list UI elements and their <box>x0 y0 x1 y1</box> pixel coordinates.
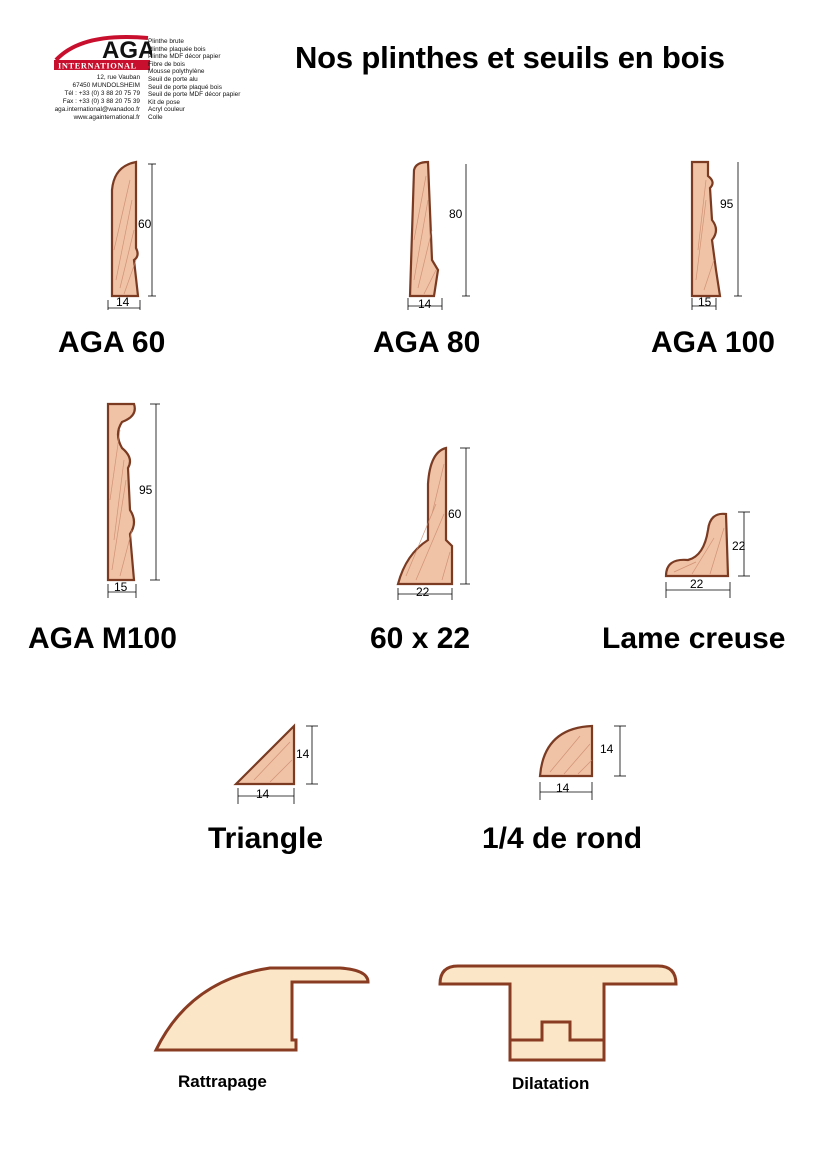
dim-height: 14 <box>296 747 310 761</box>
aga-logo-icon: AGA INTERNATIONAL <box>54 34 152 71</box>
profile-lame-creuse: 22 22 <box>662 508 762 602</box>
dim-width: 15 <box>114 580 128 594</box>
profile-quart-de-rond-drawing: 14 14 <box>538 724 626 800</box>
product-item: Plinthe plaquée bois <box>148 45 206 53</box>
profile-aga-m100: 95 15 <box>100 400 180 600</box>
logo-brand: AGA <box>102 37 152 64</box>
product-item: Plinthe brute <box>148 38 184 45</box>
company-address: 12, rue Vauban 67450 MUNDOLSHEIM Tél : +… <box>44 74 140 122</box>
product-item: Mousse polythylène <box>148 68 205 76</box>
profile-aga-m100-drawing: 95 15 <box>106 402 160 598</box>
product-item: Kit de pose <box>148 98 180 106</box>
profile-name: 1/4 de rond <box>482 822 643 855</box>
profile-triangle-drawing: 14 14 <box>233 723 318 804</box>
profile-name: AGA 80 <box>373 326 481 359</box>
dim-width: 14 <box>256 787 270 801</box>
profile-aga-100-drawing: 95 15 <box>690 160 742 310</box>
dim-width: 14 <box>418 297 432 311</box>
address-line: Fax : +33 (0) 3 88 20 75 39 <box>62 98 140 105</box>
product-item: Colle <box>148 113 163 121</box>
product-item: Fibre de bois <box>148 60 185 68</box>
dim-height: 22 <box>732 539 746 553</box>
dim-width: 14 <box>556 781 570 795</box>
profile-name: Triangle <box>208 822 324 855</box>
address-line: 12, rue Vauban <box>96 74 140 81</box>
dim-height: 95 <box>720 197 734 211</box>
profile-aga-60: 60 14 <box>100 160 180 310</box>
dim-height: 95 <box>139 483 153 497</box>
profile-name: 60 x 22 <box>370 622 471 655</box>
product-item: Seuil de porte plaqué bois <box>148 83 222 91</box>
profile-lame-creuse-drawing: 22 22 <box>664 511 750 598</box>
dim-height: 60 <box>448 507 462 521</box>
dim-width: 14 <box>116 295 130 309</box>
address-line: Tél : +33 (0) 3 88 20 75 79 <box>64 90 141 97</box>
address-line: 67450 MUNDOLSHEIM <box>72 82 140 89</box>
address-email[interactable]: aga.international@wanadoo.fr <box>54 106 140 113</box>
product-item: Plinthe MDF décor papier <box>148 53 221 61</box>
profile-name: AGA M100 <box>28 622 177 655</box>
profile-60x22: 60 22 <box>396 444 476 604</box>
dim-width: 22 <box>690 577 704 591</box>
logo-subbrand: INTERNATIONAL <box>58 62 137 71</box>
threshold-name: Rattrapage <box>178 1072 267 1091</box>
profile-name: AGA 60 <box>58 326 166 359</box>
dim-height: 14 <box>600 742 614 756</box>
threshold-dilatation <box>436 960 682 1070</box>
profile-name: Lame creuse <box>602 622 786 655</box>
dim-width: 22 <box>416 585 430 599</box>
company-logo-block: AGA INTERNATIONAL 12, rue Vauban 67450 M… <box>44 30 254 130</box>
threshold-rattrapage-drawing <box>153 966 370 1052</box>
profile-quart-de-rond: 14 14 <box>536 720 636 810</box>
dim-height: 60 <box>138 217 152 231</box>
address-website[interactable]: www.againternational.fr <box>73 114 140 121</box>
page-title: Nos plinthes et seuils en bois <box>295 40 725 75</box>
profile-aga-60-drawing: 60 14 <box>107 160 156 310</box>
product-item: Seuil de porte MDF décor papier <box>148 91 241 99</box>
product-item: Acryl couleur <box>148 106 185 114</box>
product-list: Plinthe brute Plinthe plaquée bois Plint… <box>148 38 240 122</box>
product-item: Seuil de porte alu <box>148 75 198 83</box>
threshold-name: Dilatation <box>512 1074 590 1093</box>
dim-height: 80 <box>449 207 463 221</box>
profile-aga-100: 95 15 <box>686 160 766 310</box>
profile-aga-80-drawing: 80 14 <box>407 160 470 311</box>
dim-width: 15 <box>698 295 712 309</box>
profile-aga-80: 80 14 <box>404 160 484 311</box>
profile-triangle: 14 14 <box>233 722 334 808</box>
threshold-dilatation-drawing <box>438 964 678 1062</box>
profile-60x22-drawing: 60 22 <box>396 446 470 600</box>
profile-name: AGA 100 <box>651 326 775 359</box>
threshold-rattrapage <box>150 960 380 1060</box>
